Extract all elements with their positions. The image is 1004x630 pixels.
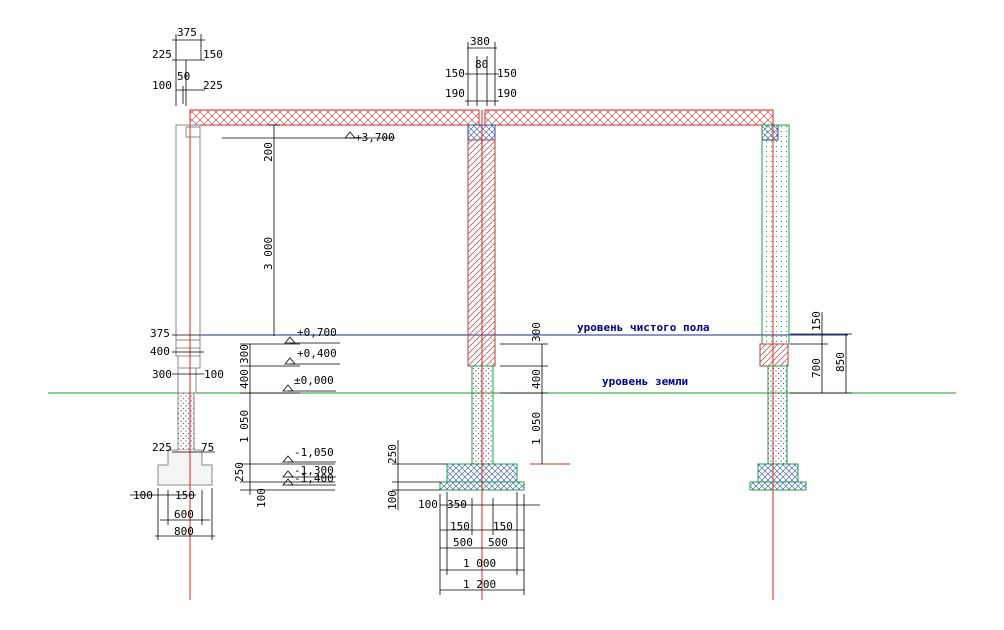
right-column-belt (759, 343, 789, 367)
dim-va-250: 250 (233, 462, 246, 482)
dim-va-200: 200 (262, 142, 275, 162)
left-wall (175, 124, 201, 394)
dim-r-150: 150 (810, 311, 823, 331)
elev-1050: -1,050 (294, 446, 334, 459)
right-footing-pad (749, 481, 807, 491)
dim-ls-100: 100 (204, 368, 224, 381)
dim-tm-80: 80 (475, 58, 488, 71)
dim-tl-100: 100 (152, 79, 172, 92)
dim-r-850: 850 (834, 352, 847, 372)
dim-ls-375: 375 (150, 327, 170, 340)
dim-mf-150a: 150 (450, 520, 470, 533)
dim-tm-190b: 190 (497, 87, 517, 100)
dim-va-1050: 1 050 (238, 410, 251, 443)
dim-mf-350: 350 (447, 498, 467, 511)
dim-ls-225: 225 (152, 441, 172, 454)
ground-line-label: уровень земли (602, 375, 688, 388)
dim-lf-150: 150 (175, 489, 195, 502)
dim-lf-800: 800 (174, 525, 194, 538)
roof-slab-left (189, 109, 480, 126)
dim-tm-150a: 150 (445, 67, 465, 80)
elev-top: +3,700 (355, 131, 395, 144)
dim-mf-500a: 500 (453, 536, 473, 549)
dim-vc-400: 400 (530, 369, 543, 389)
dim-mf-500b: 500 (488, 536, 508, 549)
dim-tl-375: 375 (177, 26, 197, 39)
dim-tl-225a: 225 (152, 48, 172, 61)
elev-400: +0,400 (297, 347, 337, 360)
dim-lf-100: 100 (133, 489, 153, 502)
dim-vc-1050: 1 050 (530, 412, 543, 445)
dim-va-100: 100 (255, 488, 268, 508)
dim-mf-1000: 1 000 (463, 557, 496, 570)
dim-ls-300: 300 (152, 368, 172, 381)
dim-va-3000: 3 000 (262, 237, 275, 270)
right-footing (757, 463, 799, 483)
dim-vb-250: 250 (386, 444, 399, 464)
dim-ls-75: 75 (201, 441, 214, 454)
dim-tm-380: 380 (470, 35, 490, 48)
right-plinth (767, 365, 788, 465)
elev-zero: ±0,000 (294, 374, 334, 387)
left-footing (157, 449, 213, 486)
right-column (761, 124, 790, 345)
dim-vb-100: 100 (386, 490, 399, 510)
dim-vc-300: 300 (530, 322, 543, 342)
roof-slab-right (484, 109, 774, 126)
dim-tl-150a: 150 (203, 48, 223, 61)
dim-r-700: 700 (810, 358, 823, 378)
elev-700: +0,700 (297, 326, 337, 339)
dim-tl-225b: 225 (203, 79, 223, 92)
dim-tm-190a: 190 (445, 87, 465, 100)
dim-mf-100: 100 (418, 498, 438, 511)
dim-mf-1200: 1 200 (463, 578, 496, 591)
dim-tl-50: 50 (177, 70, 190, 83)
dim-va-300: 300 (238, 344, 251, 364)
elev-1300: -1,300 (294, 464, 334, 477)
dim-ls-400: 400 (150, 345, 170, 358)
dim-va-400: 400 (238, 369, 251, 389)
elev-1400: -1,400 (294, 472, 334, 485)
dimension-lines (130, 34, 852, 595)
elevation-markers (282, 131, 395, 486)
dim-mf-150b: 150 (493, 520, 513, 533)
dim-lf-600: 600 (174, 508, 194, 521)
floor-line-label: уровень чистого пола (577, 321, 709, 334)
left-footing-column (177, 392, 195, 451)
dim-tm-150b: 150 (497, 67, 517, 80)
